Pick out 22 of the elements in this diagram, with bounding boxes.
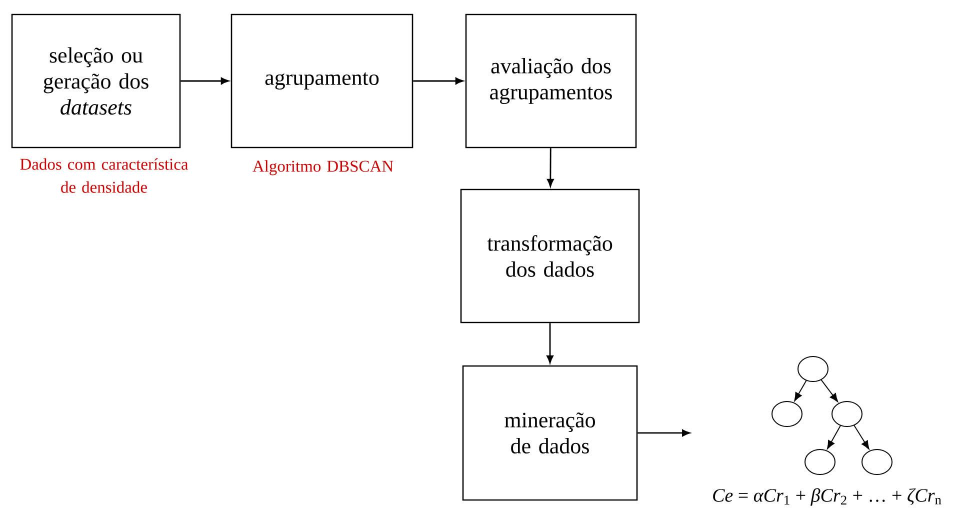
arrow — [547, 148, 554, 187]
formula: Ce = αCr$_{1}$ + βCr$_{2}$ + … + ζCr$_{n}$ — [713, 488, 942, 506]
tree-node-circle — [832, 400, 862, 427]
arrow — [638, 430, 690, 436]
arrow — [820, 379, 838, 402]
arrow — [546, 323, 554, 364]
annotation-text: Dados com característica de densidade — [20, 158, 188, 193]
arrow — [827, 425, 841, 450]
arrow — [794, 380, 807, 402]
tree-node-circle — [798, 356, 828, 382]
process-box: transformação dos dados — [460, 188, 640, 324]
process-box: seleção ou geração dos datasets — [11, 14, 181, 148]
process-box: avaliação dos agrupamentos — [465, 14, 637, 148]
arrow — [413, 78, 464, 84]
arrow — [854, 425, 870, 450]
arrow — [180, 78, 229, 84]
process-box: agrupamento — [230, 14, 414, 148]
tree-node-circle — [804, 448, 836, 475]
tree-node-circle — [862, 448, 892, 475]
tree-node-circle — [772, 400, 802, 427]
annotation-text: Algoritmo DBSCAN — [252, 160, 394, 176]
process-box: mineração de dados — [462, 365, 638, 501]
